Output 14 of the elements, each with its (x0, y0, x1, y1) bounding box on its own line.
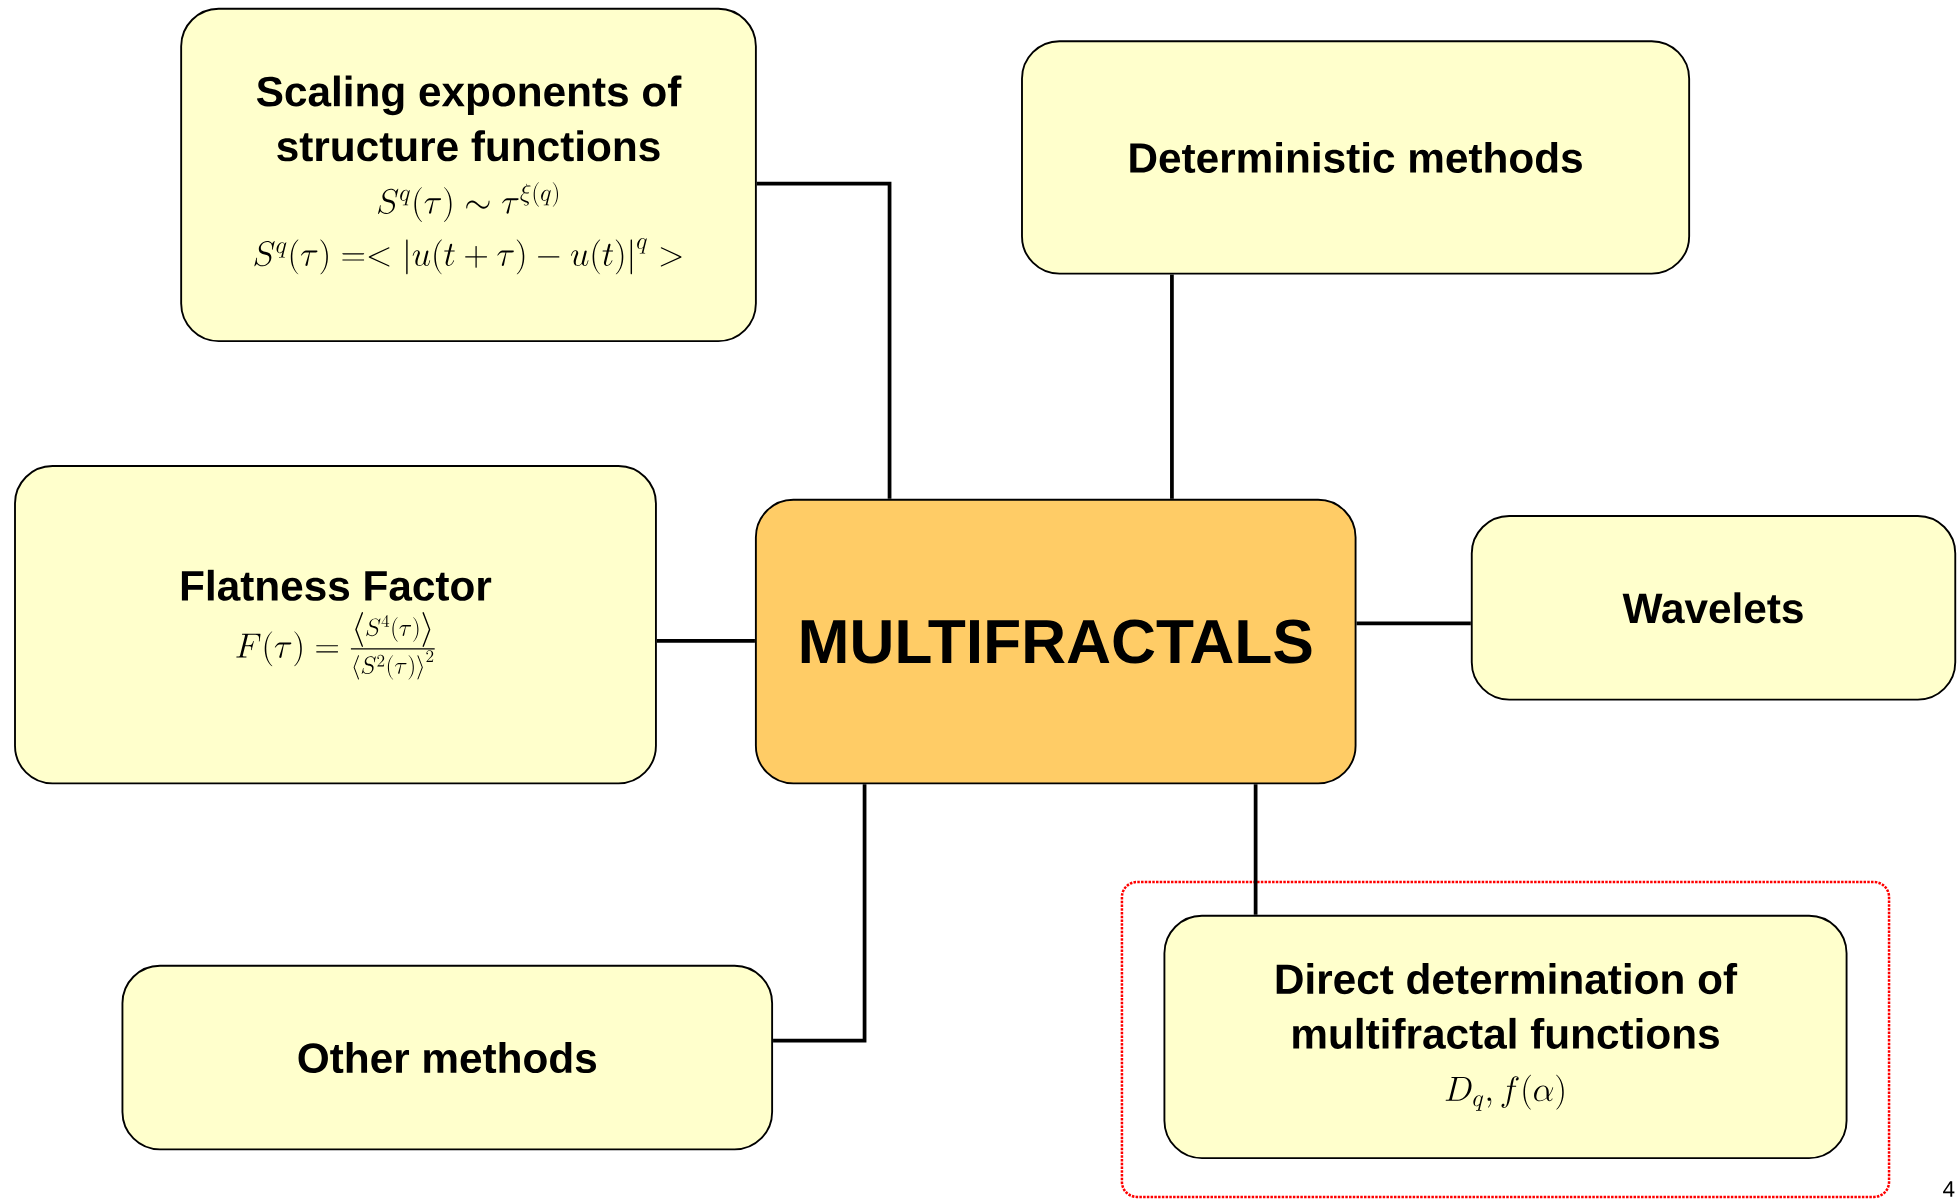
connector-line (1170, 274, 1174, 499)
topic-box: Wavelets (1470, 514, 1957, 701)
connector-line (1356, 621, 1471, 626)
connector-line (756, 181, 892, 499)
page-number: 4 (1943, 1181, 1955, 1197)
topic-box: Direct determination of multifractal functions $D_q, f(\alpha)$ (1163, 914, 1848, 1159)
connector-line (656, 638, 755, 643)
connector-line (773, 784, 867, 1043)
topic-box: Deterministic methods (1021, 40, 1691, 275)
center-box: MULTIFRACTALS (754, 498, 1357, 785)
connector-line (1253, 784, 1258, 915)
topic-box: Other methods (121, 964, 774, 1151)
topic-box: Scaling exponents of structure functions $S^q(\tau) \sim \tau^{\xi(q)}$ $S^q(\tau) =< \left| u(t+\tau) - u(t) \right|^q >$ (180, 7, 757, 342)
topic-box: Flatness Factor $F(\tau) = \frac{\left\langle S^4(\tau) \right\rangle}{\left\langle S^2(\tau) \right\rangle^2}$ (14, 464, 657, 785)
